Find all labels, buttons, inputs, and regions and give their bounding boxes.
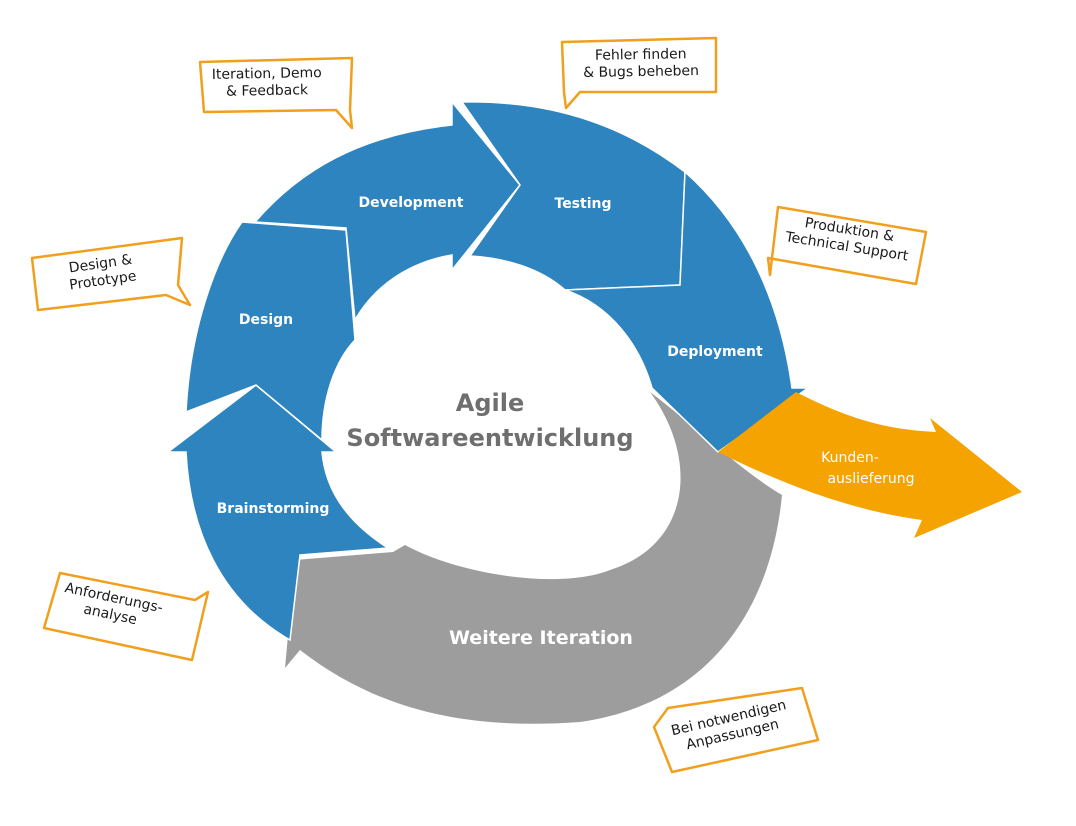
phase-segment-design bbox=[185, 221, 356, 442]
note-line: Iteration, Demo bbox=[211, 65, 322, 83]
phase-segment-brainstorming bbox=[165, 384, 391, 642]
note-line: Fehler finden bbox=[594, 46, 687, 64]
note-bubble-fehler bbox=[560, 36, 718, 110]
phase-segment-development bbox=[253, 99, 521, 323]
phase-label-deployment: Deployment bbox=[667, 344, 763, 360]
note-bubble-design bbox=[30, 236, 192, 312]
delivery-arrow bbox=[718, 392, 1022, 538]
loop-label: Weitere Iteration bbox=[449, 627, 633, 649]
delivery-label-line-1: Kunden- bbox=[821, 450, 879, 466]
note-bubble-iteration bbox=[198, 56, 354, 130]
phase-label-design: Design bbox=[239, 312, 293, 328]
phase-label-testing: Testing bbox=[555, 196, 612, 212]
note-line: & Bugs beheben bbox=[583, 62, 700, 82]
note-bubble-anpassung bbox=[652, 686, 820, 774]
center-title-line-1: Agile bbox=[456, 389, 524, 417]
delivery-label-line-2: auslieferung bbox=[827, 471, 914, 487]
phase-label-development: Development bbox=[359, 195, 464, 211]
note-bubble-anforderung bbox=[42, 571, 210, 662]
phase-label-brainstorming: Brainstorming bbox=[217, 501, 330, 517]
note-iteration-demo-feedback: Iteration, Demo & Feedback bbox=[212, 65, 322, 101]
phase-segment-deployment bbox=[564, 170, 811, 453]
center-title-line-2: Softwareentwicklung bbox=[346, 424, 633, 452]
note-line: & Feedback bbox=[225, 82, 309, 100]
note-fehler-finden: Fehler finden & Bugs beheben bbox=[583, 46, 699, 82]
loop-arrow-weitere-iteration bbox=[285, 392, 782, 724]
note-bubble-produktion bbox=[766, 205, 928, 286]
